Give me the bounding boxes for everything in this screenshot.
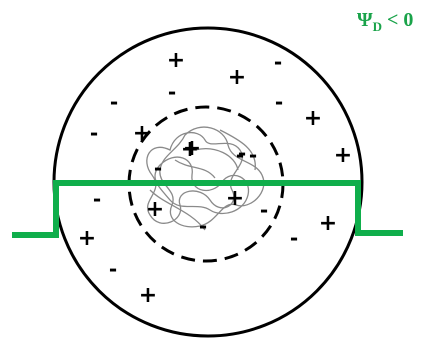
psi-symbol: Ψ — [357, 9, 373, 31]
negative-charge: - — [275, 90, 283, 114]
positive-charge: + — [78, 226, 96, 251]
negative-charge: - — [290, 226, 298, 250]
negative-charge: - — [274, 50, 282, 74]
negative-charge: - — [109, 257, 117, 281]
negative-charge: - — [110, 90, 118, 114]
negative-charge: - — [90, 121, 98, 145]
psi-subscript: D — [373, 19, 382, 34]
negative-charge: - — [260, 198, 268, 222]
negative-charge: - — [154, 156, 162, 180]
negative-charge: - — [199, 214, 207, 238]
positive-charge: + — [183, 136, 201, 161]
positive-charge: + — [334, 143, 352, 168]
positive-charge: + — [228, 65, 246, 90]
positive-charge: + — [139, 283, 157, 308]
negative-charge: - — [236, 143, 244, 167]
positive-charge: + — [319, 211, 337, 236]
positive-charge: + — [304, 106, 322, 131]
negative-charge: - — [249, 143, 257, 167]
potential-label: ΨD < 0 — [357, 9, 413, 34]
positive-charge: + — [133, 121, 151, 146]
positive-charge: + — [226, 186, 244, 211]
relation-text: < 0 — [382, 9, 413, 31]
positive-charge: + — [167, 48, 185, 73]
negative-charge: - — [168, 80, 176, 104]
positive-charge: + — [146, 197, 164, 222]
negative-charge: - — [93, 187, 101, 211]
